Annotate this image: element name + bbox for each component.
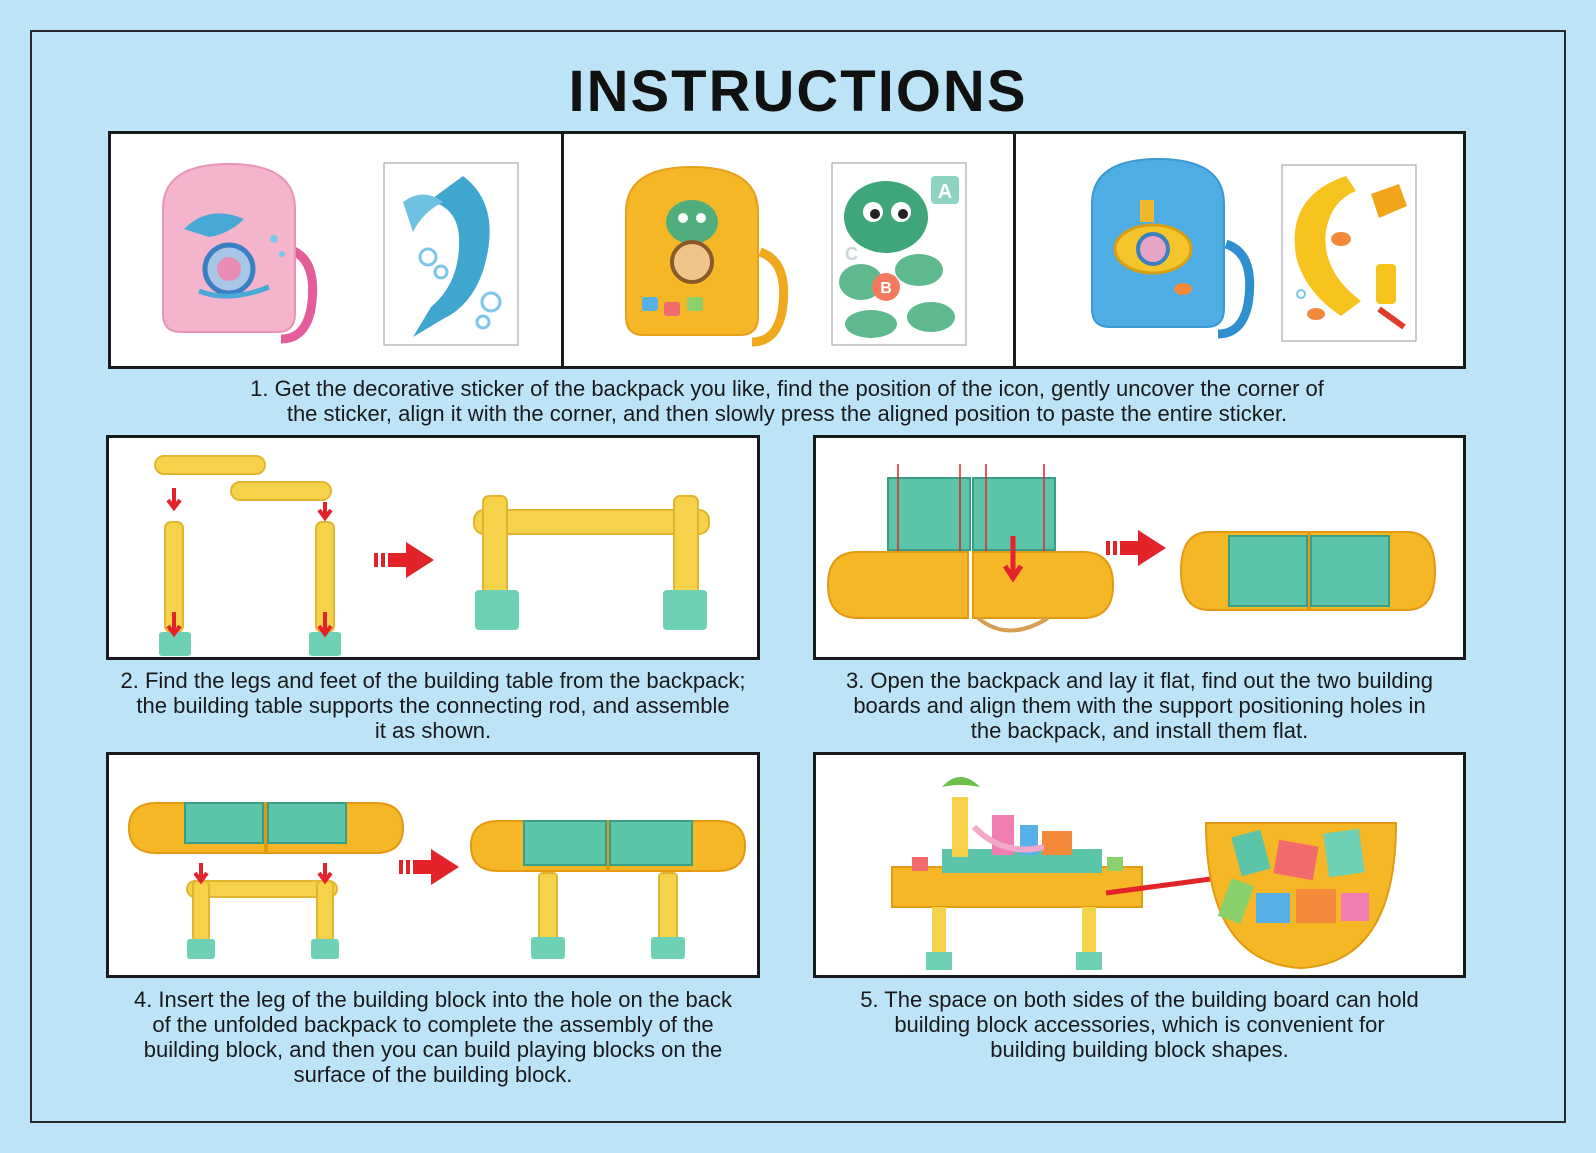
sticker-letter-a: A <box>938 181 952 203</box>
step-2-panel <box>106 435 760 660</box>
blue-backpack-cell <box>1016 134 1469 366</box>
step-2-line-3: it as shown. <box>374 718 492 743</box>
step-4-line-2: of the unfolded backpack to complete the… <box>152 1012 714 1037</box>
arrow-icon <box>399 849 459 885</box>
assembled-table-image <box>469 820 747 959</box>
step-5-panel <box>813 752 1466 978</box>
step-1-line-1: 1. Get the decorative sticker of the bac… <box>250 376 1324 401</box>
step-2-caption: 2. Find the legs and feet of the buildin… <box>76 668 790 743</box>
arrow-icon <box>374 542 434 578</box>
step-4-caption: 4. Insert the leg of the building block … <box>76 987 790 1087</box>
step-2-line-1: 2. Find the legs and feet of the buildin… <box>120 668 746 693</box>
sticker-letter-b: B <box>880 280 892 297</box>
submarine-sticker <box>1281 164 1417 342</box>
blue-backpack-image <box>1091 157 1255 339</box>
table-legs-parts-image <box>154 455 341 656</box>
step-3-panel <box>813 435 1466 660</box>
yellow-backpack-image <box>625 165 789 347</box>
built-playset-image <box>891 777 1143 970</box>
dinosaur-sticker: A B C <box>831 162 967 346</box>
assembled-table-frame-image <box>473 495 710 630</box>
step-3-line-2: boards and align them with the support p… <box>853 693 1426 718</box>
pink-backpack-cell <box>111 134 564 366</box>
step-1-panel: A B C <box>108 131 1466 369</box>
arrow-icon <box>1106 530 1166 566</box>
installed-boards-image <box>1179 531 1437 611</box>
page-frame <box>30 30 1566 1123</box>
step-3-line-1: 3. Open the backpack and lay it flat, fi… <box>845 668 1434 693</box>
step-5-caption: 5. The space on both sides of the buildi… <box>783 987 1496 1062</box>
step-4-line-1: 4. Insert the leg of the building block … <box>133 987 733 1012</box>
step-5-line-1: 5. The space on both sides of the buildi… <box>860 987 1419 1012</box>
step-1-caption: 1. Get the decorative sticker of the bac… <box>108 376 1466 426</box>
step-5-line-2: building block accessories, which is con… <box>894 1012 1385 1037</box>
step-4-line-3: building block, and then you can build p… <box>143 1037 723 1062</box>
step-3-line-3: the backpack, and install them flat. <box>970 718 1309 743</box>
backpack-with-legs-image <box>127 802 405 959</box>
step-5-line-3: building building block shapes. <box>990 1037 1289 1062</box>
step-3-caption: 3. Open the backpack and lay it flat, fi… <box>783 668 1496 743</box>
step-4-line-4: surface of the building block. <box>293 1062 573 1087</box>
open-backpack-boards-image <box>826 464 1115 633</box>
pink-backpack-image <box>162 162 318 344</box>
storage-compartment-image <box>1204 822 1398 970</box>
step-4-panel <box>106 752 760 978</box>
step-1-line-2: the sticker, align it with the corner, a… <box>286 401 1288 426</box>
step-2-line-2: the building table supports the connecti… <box>136 693 730 718</box>
page-title: INSTRUCTIONS <box>568 59 1028 124</box>
dolphin-sticker <box>383 162 519 346</box>
sticker-letter-c: C <box>845 244 858 264</box>
yellow-backpack-cell: A B C <box>564 134 1016 366</box>
